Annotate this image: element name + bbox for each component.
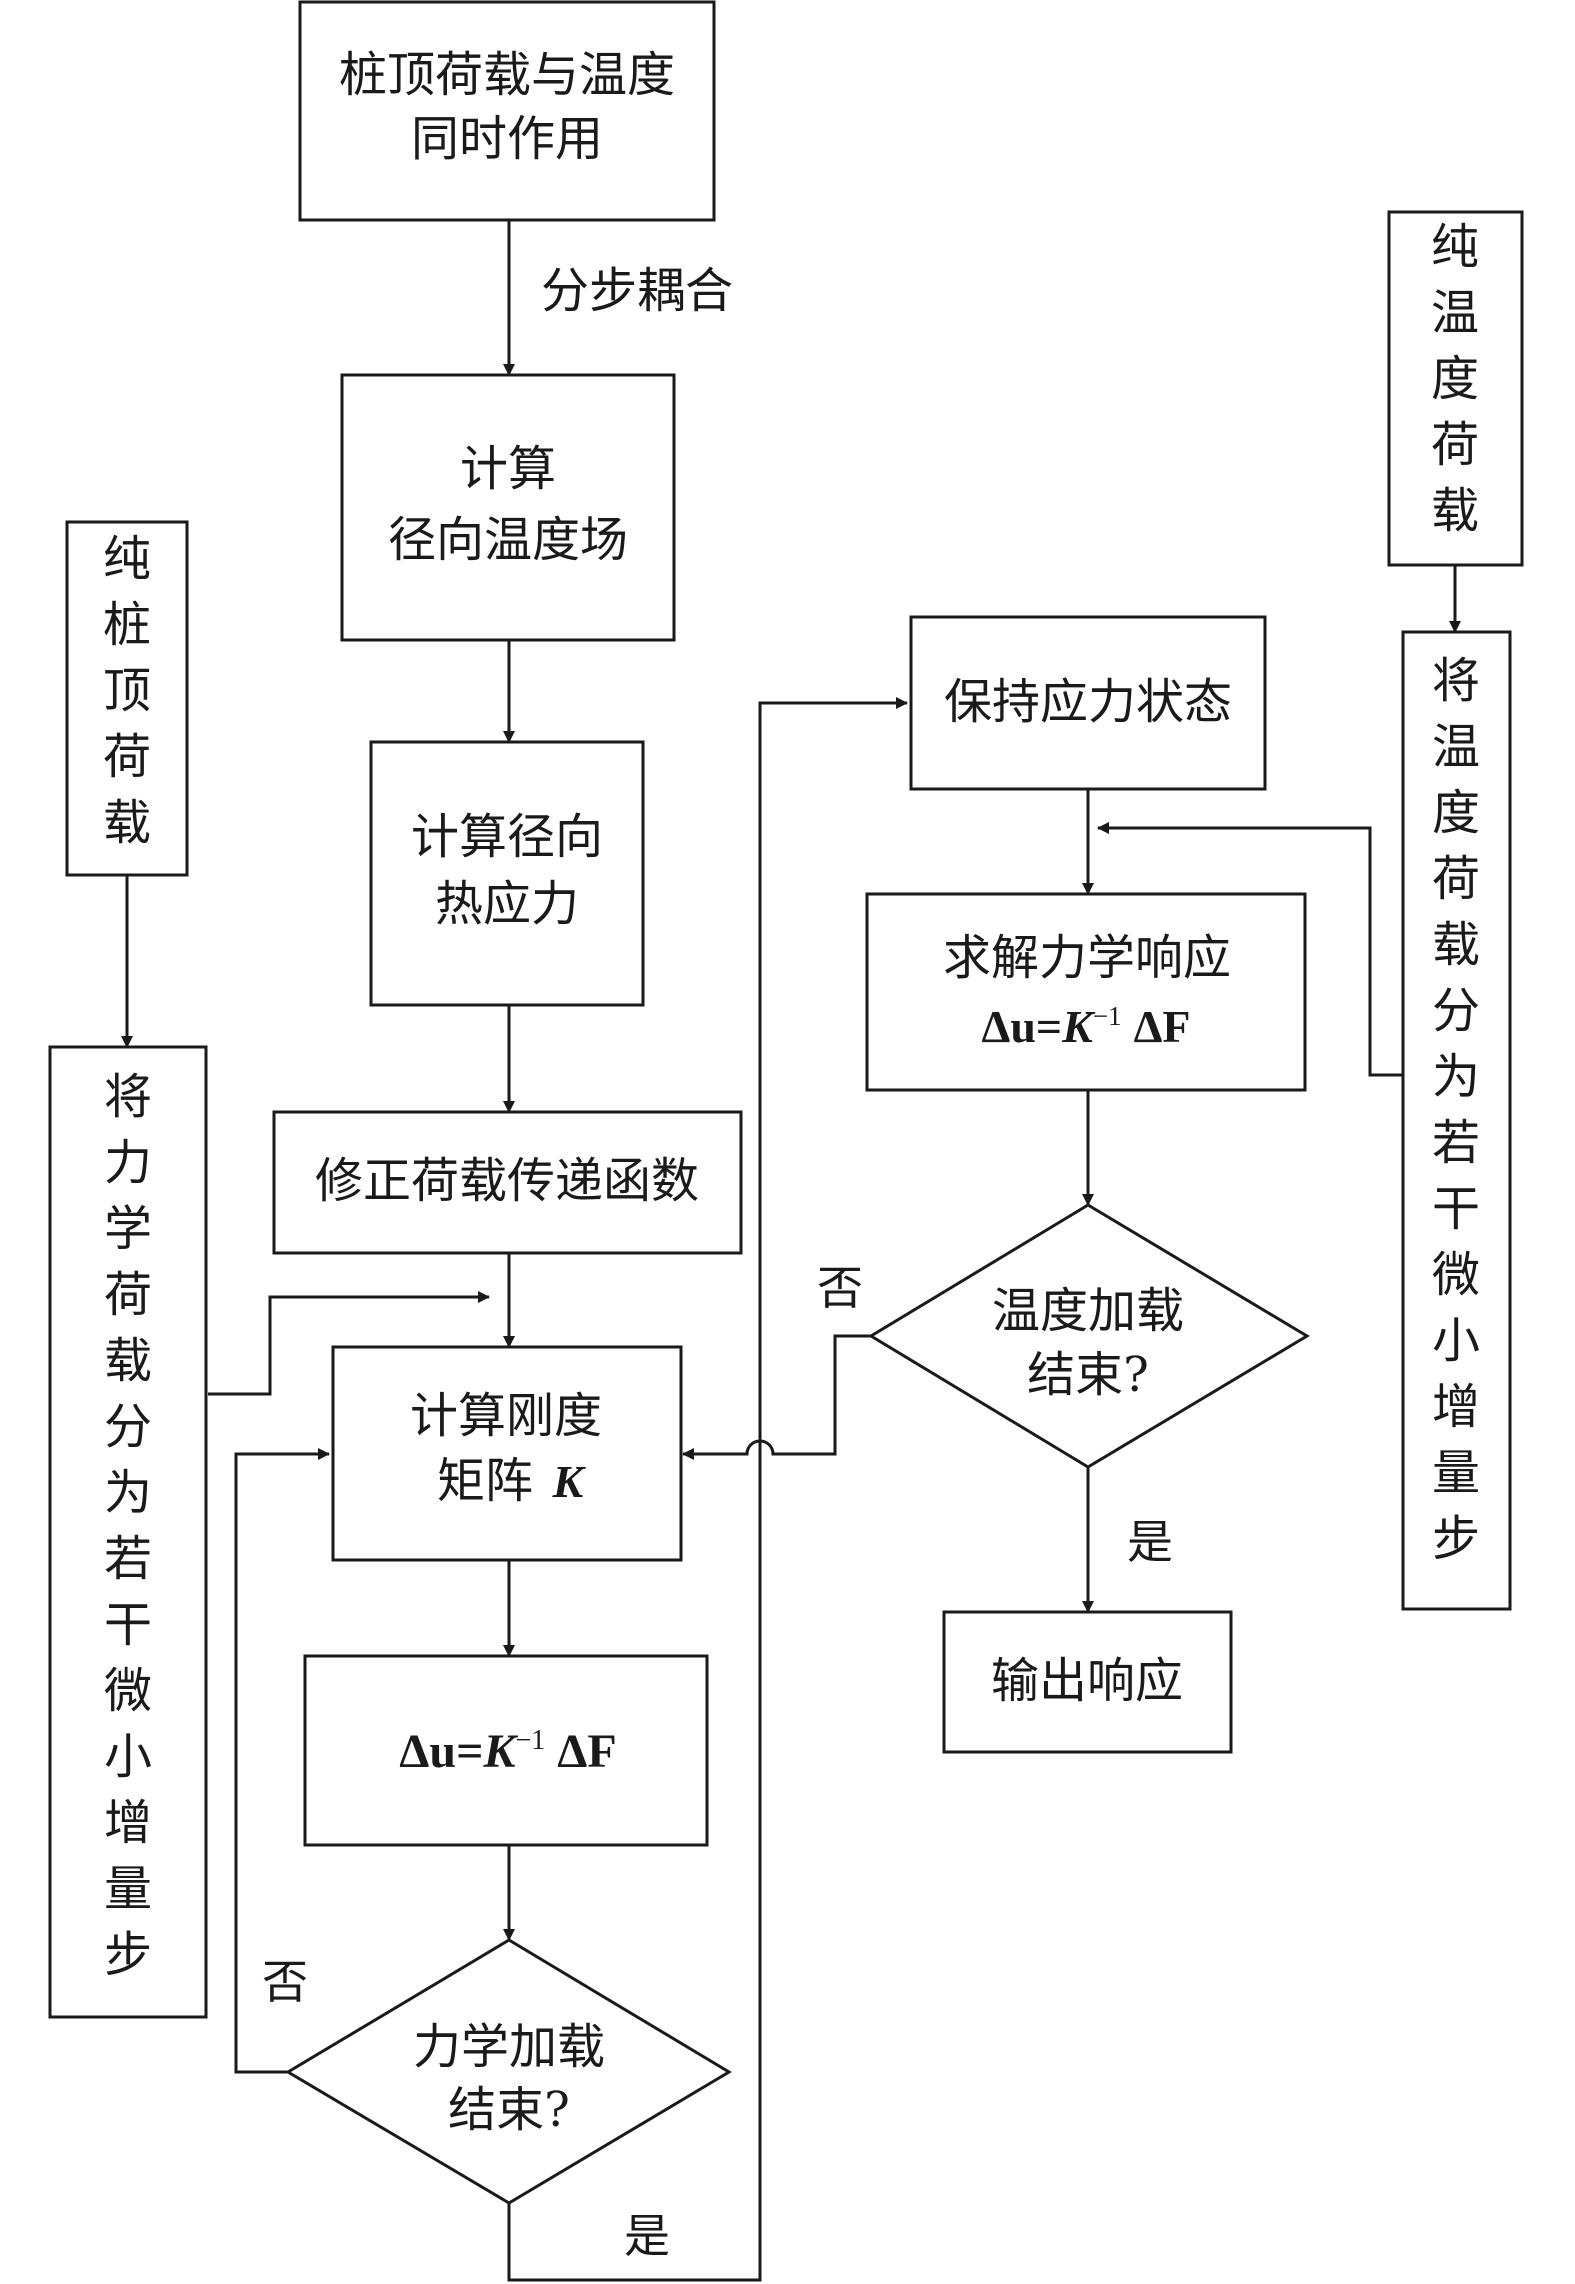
vertical-char: 顶	[103, 663, 151, 719]
node-calc-stiffness-matrix-line1: 计算刚度	[410, 1388, 602, 1444]
vertical-char: 微	[104, 1663, 152, 1719]
decision-temperature-loading-done-line1: 温度加载	[992, 1283, 1184, 1339]
formula-left-exp: −1	[515, 1725, 545, 1756]
arrow-split-temp-to-solve	[1097, 822, 1403, 1077]
vertical-char: 力	[104, 1135, 152, 1191]
vertical-char: 微	[1432, 1247, 1480, 1303]
vertical-char: 载	[1432, 917, 1480, 973]
decision-temperature-loading-done: 温度加载 结束?	[868, 1203, 1310, 1469]
formula-right-exp: −1	[1093, 1001, 1122, 1031]
node-delta-u-left: Δu=K−1 ΔF	[303, 1654, 709, 1847]
stiffness-symbol-k: K	[552, 1456, 587, 1507]
vertical-char: 将	[104, 1069, 152, 1125]
vertical-char: 温	[1431, 285, 1479, 341]
edge-label-temp-no: 否	[817, 1261, 863, 1315]
edge-label-mech-no: 否	[262, 1955, 308, 2009]
formula-right-k: K	[1061, 1001, 1096, 1052]
formula-left-eq: =	[456, 1725, 483, 1778]
node-load-and-temperature-line2: 同时作用	[411, 111, 603, 167]
formula-delta-u-right: Δu=K−1 ΔF	[981, 1001, 1190, 1052]
vertical-char: 为	[104, 1465, 152, 1521]
edge-label-temp-yes: 是	[1127, 1515, 1173, 1569]
arrow-split-mech-to-stiffness	[208, 1291, 490, 1396]
vertical-char: 荷	[104, 1267, 152, 1323]
formula-left-df: ΔF	[557, 1725, 616, 1778]
node-solve-mechanical-response: 求解力学响应 Δu=K−1 ΔF	[865, 892, 1307, 1092]
vertical-char: 干	[1432, 1181, 1480, 1237]
node-calc-stiffness-matrix-line2: 矩阵	[437, 1453, 533, 1509]
decision-mechanical-loading-done-line1: 力学加载	[413, 2019, 605, 2075]
vertical-char: 纯	[103, 531, 151, 587]
vertical-char: 桩	[103, 597, 151, 653]
vertical-char: 分	[1432, 983, 1480, 1039]
vertical-char: 步	[104, 1927, 152, 1983]
vertical-char: 温	[1432, 719, 1480, 775]
node-hold-stress-state: 保持应力状态	[909, 615, 1267, 791]
node-pure-pile-top-load: 纯桩顶荷载	[65, 520, 189, 877]
vertical-char: 载	[103, 795, 151, 851]
node-calc-thermal-stress-line2: 热应力	[435, 876, 579, 932]
vertical-char: 荷	[103, 729, 151, 785]
node-calc-thermal-stress-line1: 计算径向	[411, 809, 603, 865]
node-split-mechanical-load-text: 将力学荷载分为若干微小增量步	[104, 1069, 152, 1983]
vertical-char: 荷	[1431, 417, 1479, 473]
vertical-char: 增	[104, 1795, 152, 1851]
arrow-temp-no-to-stiffness	[682, 1334, 871, 1460]
node-pure-pile-top-load-text: 纯桩顶荷载	[103, 531, 151, 851]
formula-left-k: K	[482, 1725, 518, 1778]
vertical-char: 载	[1431, 483, 1479, 539]
formula-right-eq: =	[1036, 1001, 1062, 1052]
node-load-and-temperature: 桩顶荷载与温度 同时作用	[298, 0, 716, 222]
node-hold-stress-state-line1: 保持应力状态	[944, 674, 1232, 730]
node-output-response: 输出响应	[942, 1610, 1233, 1754]
edge-label-step-coupling: 分步耦合	[541, 263, 733, 319]
decision-temperature-loading-done-line2: 结束?	[1027, 1347, 1149, 1403]
vertical-char: 载	[104, 1333, 152, 1389]
vertical-char: 学	[104, 1201, 152, 1257]
vertical-char: 为	[1432, 1049, 1480, 1105]
vertical-char: 分	[104, 1399, 152, 1455]
node-modify-transfer-function-line1: 修正荷载传递函数	[315, 1153, 699, 1209]
node-calc-temperature-field-line2: 径向温度场	[388, 512, 628, 568]
vertical-char: 步	[1432, 1511, 1480, 1567]
vertical-char: 荷	[1432, 851, 1480, 907]
vertical-char: 干	[104, 1597, 152, 1653]
vertical-char: 度	[1432, 785, 1480, 841]
vertical-char: 增	[1432, 1379, 1480, 1435]
node-solve-mechanical-response-line1: 求解力学响应	[943, 930, 1231, 986]
node-load-and-temperature-line1: 桩顶荷载与温度	[339, 47, 675, 103]
connectors	[121, 220, 1461, 2282]
formula-delta-u-left: Δu=K−1 ΔF	[399, 1725, 616, 1778]
vertical-char: 小	[1432, 1313, 1480, 1369]
node-calc-temperature-field-line1: 计算	[460, 441, 556, 497]
vertical-char: 量	[1432, 1445, 1480, 1501]
node-split-temperature-load-text: 将温度荷载分为若干微小增量步	[1432, 653, 1480, 1567]
decision-mechanical-loading-done: 力学加载 结束?	[285, 1938, 732, 2205]
node-pure-temperature-load: 纯温度荷载	[1387, 210, 1524, 567]
vertical-char: 若	[1432, 1115, 1480, 1171]
node-split-temperature-load: 将温度荷载分为若干微小增量步	[1401, 630, 1512, 1611]
vertical-char: 纯	[1431, 219, 1479, 275]
arrow-mech-no-loop	[234, 1448, 330, 2074]
vertical-char: 度	[1431, 351, 1479, 407]
vertical-char: 将	[1432, 653, 1480, 709]
node-pure-temperature-load-text: 纯温度荷载	[1431, 219, 1479, 539]
formula-left-du: Δu	[399, 1725, 456, 1778]
vertical-char: 小	[104, 1729, 152, 1785]
node-calc-thermal-stress: 计算径向 热应力	[369, 740, 645, 1007]
edge-label-mech-yes: 是	[624, 2209, 670, 2263]
node-output-response-line1: 输出响应	[991, 1653, 1183, 1709]
node-calc-stiffness-matrix: 计算刚度 矩阵 K	[331, 1345, 683, 1562]
node-split-mechanical-load: 将力学荷载分为若干微小增量步	[48, 1045, 208, 2019]
arrow-mech-yes-to-hold	[507, 697, 908, 2282]
node-modify-transfer-function: 修正荷载传递函数	[272, 1110, 743, 1255]
vertical-char: 若	[104, 1531, 152, 1587]
vertical-char: 量	[104, 1861, 152, 1917]
decision-mechanical-loading-done-line2: 结束?	[448, 2082, 570, 2138]
formula-right-df: ΔF	[1134, 1001, 1191, 1052]
formula-right-du: Δu	[981, 1001, 1035, 1052]
node-calc-temperature-field: 计算 径向温度场	[340, 373, 676, 642]
